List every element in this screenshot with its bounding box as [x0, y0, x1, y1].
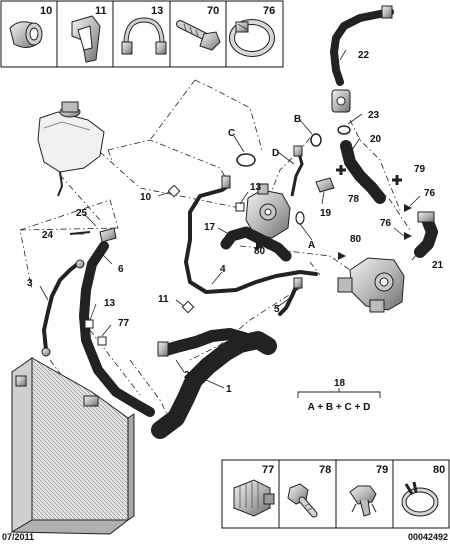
o-ring-B	[310, 133, 322, 147]
flange-bolt-icon	[287, 483, 318, 518]
callout-76-lower: 76	[380, 218, 392, 229]
outlet-housing	[337, 257, 405, 313]
callout-24: 24	[42, 230, 54, 241]
callout-23: 23	[368, 110, 380, 121]
part-number-78: 78	[319, 464, 331, 476]
bracket-19	[315, 177, 335, 193]
push-rivet-icon	[349, 485, 377, 517]
bolt-icon	[176, 20, 221, 51]
radiator	[10, 357, 135, 535]
callout-1: 1	[226, 384, 232, 395]
marker-square	[181, 300, 195, 314]
callout-13-lower: 13	[104, 298, 116, 309]
callouts: 1 2 3 4 5 6 10 11 13 13 77 17 19 20 21 2…	[27, 50, 444, 395]
callout-25: 25	[76, 208, 88, 219]
grommet-clip-icon	[233, 479, 275, 517]
part-number-77: 77	[262, 464, 274, 476]
thermostat-housing	[245, 183, 305, 239]
spring-clip-icon	[121, 17, 167, 55]
callout-B: B	[294, 114, 301, 125]
hose-20	[340, 140, 386, 204]
spring-band-clamp-icon	[401, 481, 439, 517]
part-number-76: 76	[263, 5, 275, 17]
connector-23	[331, 89, 351, 135]
callout-80-center: 80	[254, 246, 266, 257]
hose-25-connector	[69, 227, 117, 243]
kit-bracket	[297, 391, 381, 398]
expansion-tank	[37, 101, 105, 197]
hose-17	[220, 226, 292, 262]
marker-square	[97, 336, 107, 346]
callout-77: 77	[118, 318, 130, 329]
pipe-5	[278, 277, 303, 316]
pipe-3	[41, 259, 85, 357]
marker-square	[235, 202, 245, 212]
hose-22	[330, 5, 394, 86]
hose-clamp-icon	[229, 19, 275, 57]
o-ring-C	[236, 153, 256, 167]
callout-79: 79	[414, 164, 426, 175]
kit-formula: 18 A + B + C + D	[297, 378, 381, 413]
part-number-79: 79	[376, 464, 388, 476]
callout-4: 4	[220, 264, 226, 275]
part-number-10: 10	[40, 5, 52, 17]
top-parts-strip: 10 11 13 70 76	[0, 0, 284, 68]
callout-20: 20	[370, 134, 382, 145]
marker-cross	[392, 175, 402, 185]
part-number-70: 70	[207, 5, 219, 17]
marker-triangle	[338, 252, 346, 260]
callout-19: 19	[320, 208, 332, 219]
callout-11: 11	[158, 294, 169, 305]
marker-triangle	[256, 242, 264, 250]
callout-A: A	[308, 240, 315, 251]
kit-number: 18	[334, 378, 346, 389]
part-number-13: 13	[151, 5, 163, 17]
marker-cross	[336, 165, 346, 175]
callout-13-upper: 13	[250, 182, 262, 193]
hose-6	[79, 241, 155, 417]
marker-triangle	[404, 232, 412, 240]
hose-2	[157, 328, 250, 357]
marker-square	[84, 319, 94, 329]
markers	[84, 165, 412, 346]
callout-5: 5	[274, 304, 280, 315]
callout-76-upper: 76	[424, 188, 436, 199]
marker-triangle	[404, 204, 412, 212]
bracket-clip-icon	[71, 15, 101, 63]
callout-17: 17	[204, 222, 216, 233]
leader-lines	[39, 49, 425, 389]
kit-formula-text: A + B + C + D	[308, 402, 371, 413]
callout-80-right: 80	[350, 234, 362, 245]
top-strip-frame	[0, 0, 284, 68]
bottom-parts-strip: 77 78 79 80	[221, 459, 450, 529]
hose-clip-icon	[9, 21, 43, 48]
pipe-4	[184, 175, 318, 294]
callout-22: 22	[358, 50, 370, 61]
hose-1	[151, 331, 277, 439]
callout-3: 3	[27, 278, 33, 289]
callout-C: C	[228, 128, 235, 139]
marker-square	[167, 184, 181, 198]
part-number-80: 80	[433, 464, 445, 476]
callout-21: 21	[432, 260, 444, 271]
part-number-11: 11	[95, 5, 107, 17]
sensor-D	[290, 145, 304, 197]
callout-10: 10	[140, 192, 152, 203]
callout-2: 2	[184, 370, 190, 381]
hose-21	[414, 211, 438, 258]
footer-reference: 00042492	[408, 532, 448, 542]
callout-D: D	[272, 148, 279, 159]
callout-6: 6	[118, 264, 124, 275]
footer-date: 07/2011	[2, 532, 34, 542]
callout-78: 78	[348, 194, 360, 205]
